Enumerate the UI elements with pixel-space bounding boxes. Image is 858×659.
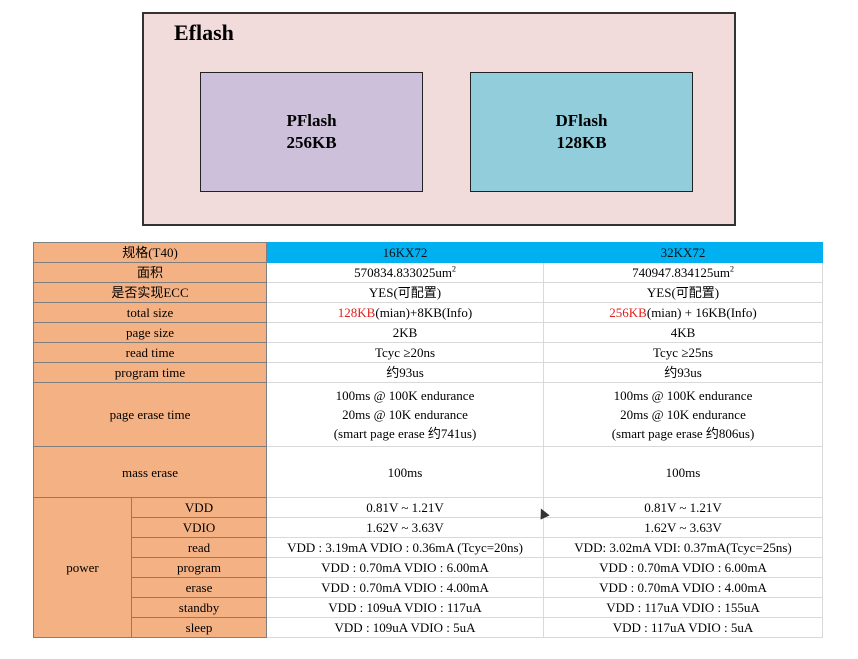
table-row: standby VDD : 109uA VDIO : 117uA VDD : 1… <box>34 597 824 618</box>
table-row: read VDD : 3.19mA VDIO : 0.36mA (Tcyc=20… <box>34 537 824 558</box>
row-label: total size <box>32 302 268 323</box>
table-header-row: 规格(T40) 16KX72 32KX72 <box>32 242 824 263</box>
table-row: erase VDD : 0.70mA VDIO : 4.00mA VDD : 0… <box>34 577 824 598</box>
power-col1: VDD : 0.70mA VDIO : 4.00mA <box>266 577 545 598</box>
header-label: 规格(T40) <box>32 242 268 263</box>
table-row: program time 约93us 约93us <box>32 362 824 383</box>
spec-table: 规格(T40) 16KX72 32KX72 面积 570834.833025um… <box>32 242 824 638</box>
eflash-block: Eflash PFlash 256KB DFlash 128KB <box>142 12 736 226</box>
table-row: 是否实现ECC YES(可配置) YES(可配置) <box>32 282 824 303</box>
power-sub-label: read <box>130 537 268 558</box>
dflash-size: 128KB <box>556 133 607 152</box>
read-time-col2: Tcyc ≥25ns <box>543 342 824 363</box>
page-size-col1: 2KB <box>266 322 545 343</box>
ecc-col1: YES(可配置) <box>266 282 545 303</box>
header-col2: 32KX72 <box>543 242 824 263</box>
total-size-col2: 256KB(mian) + 16KB(Info) <box>543 302 824 323</box>
power-sub-label: erase <box>130 577 268 598</box>
table-row: program VDD : 0.70mA VDIO : 6.00mA VDD :… <box>34 557 824 578</box>
pflash-size: 256KB <box>286 133 337 152</box>
pflash-name: PFlash <box>286 111 337 130</box>
total-size-col1: 128KB(mian)+8KB(Info) <box>266 302 545 323</box>
dflash-block: DFlash 128KB <box>470 72 693 192</box>
power-col2: VDD : 117uA VDIO : 155uA <box>543 597 824 618</box>
row-label: program time <box>32 362 268 383</box>
row-label: 面积 <box>32 262 268 283</box>
row-label: read time <box>32 342 268 363</box>
power-col1: 1.62V ~ 3.63V <box>266 517 545 538</box>
row-label: page size <box>32 322 268 343</box>
table-row: page size 2KB 4KB <box>32 322 824 343</box>
program-time-col2: 约93us <box>543 362 824 383</box>
mass-erase-col1: 100ms <box>266 446 545 498</box>
power-sub-label: standby <box>130 597 268 618</box>
read-time-col1: Tcyc ≥20ns <box>266 342 545 363</box>
table-row: page erase time 100ms @ 100K endurance 2… <box>32 382 824 447</box>
table-row: sleep VDD : 109uA VDIO : 5uA VDD : 117uA… <box>34 617 824 638</box>
power-col1: VDD : 3.19mA VDIO : 0.36mA (Tcyc=20ns) <box>266 537 545 558</box>
power-col2: VDD : 117uA VDIO : 5uA <box>543 617 824 638</box>
power-label: power <box>33 497 132 638</box>
power-col1: VDD : 109uA VDIO : 117uA <box>266 597 545 618</box>
pflash-block: PFlash 256KB <box>200 72 423 192</box>
table-row: VDIO 1.62V ~ 3.63V 1.62V ~ 3.63V <box>34 517 824 538</box>
power-sub-label: sleep <box>130 617 268 638</box>
table-row: power VDD 0.81V ~ 1.21V 0.81V ~ 1.21V <box>33 497 824 638</box>
table-row: total size 128KB(mian)+8KB(Info) 256KB(m… <box>32 302 824 323</box>
table-row: read time Tcyc ≥20ns Tcyc ≥25ns <box>32 342 824 363</box>
power-sub-label: VDD <box>130 497 268 518</box>
mass-erase-col2: 100ms <box>543 446 824 498</box>
power-col1: VDD : 0.70mA VDIO : 6.00mA <box>266 557 545 578</box>
power-col2: 1.62V ~ 3.63V <box>543 517 824 538</box>
ecc-col2: YES(可配置) <box>543 282 824 303</box>
area-col1: 570834.833025um2 <box>266 262 545 283</box>
page-erase-col1: 100ms @ 100K endurance 20ms @ 10K endura… <box>266 382 545 447</box>
page-erase-col2: 100ms @ 100K endurance 20ms @ 10K endura… <box>543 382 824 447</box>
area-col2: 740947.834125um2 <box>543 262 824 283</box>
power-col2: 0.81V ~ 1.21V <box>543 497 824 518</box>
eflash-title: Eflash <box>174 20 234 45</box>
power-col1: VDD : 109uA VDIO : 5uA <box>266 617 545 638</box>
power-sub-label: VDIO <box>130 517 268 538</box>
power-col2: VDD: 3.02mA VDI: 0.37mA(Tcyc=25ns) <box>543 537 824 558</box>
row-label: page erase time <box>32 382 268 447</box>
power-col1: 0.81V ~ 1.21V <box>266 497 545 518</box>
program-time-col1: 约93us <box>266 362 545 383</box>
table-row: 面积 570834.833025um2 740947.834125um2 <box>32 262 824 283</box>
row-label: 是否实现ECC <box>32 282 268 303</box>
power-sub-label: program <box>130 557 268 578</box>
power-col2: VDD : 0.70mA VDIO : 6.00mA <box>543 557 824 578</box>
dflash-name: DFlash <box>555 111 608 130</box>
row-label: mass erase <box>32 446 268 498</box>
table-row: mass erase 100ms 100ms <box>32 446 824 498</box>
page-size-col2: 4KB <box>543 322 824 343</box>
power-col2: VDD : 0.70mA VDIO : 4.00mA <box>543 577 824 598</box>
header-col1: 16KX72 <box>266 242 545 263</box>
